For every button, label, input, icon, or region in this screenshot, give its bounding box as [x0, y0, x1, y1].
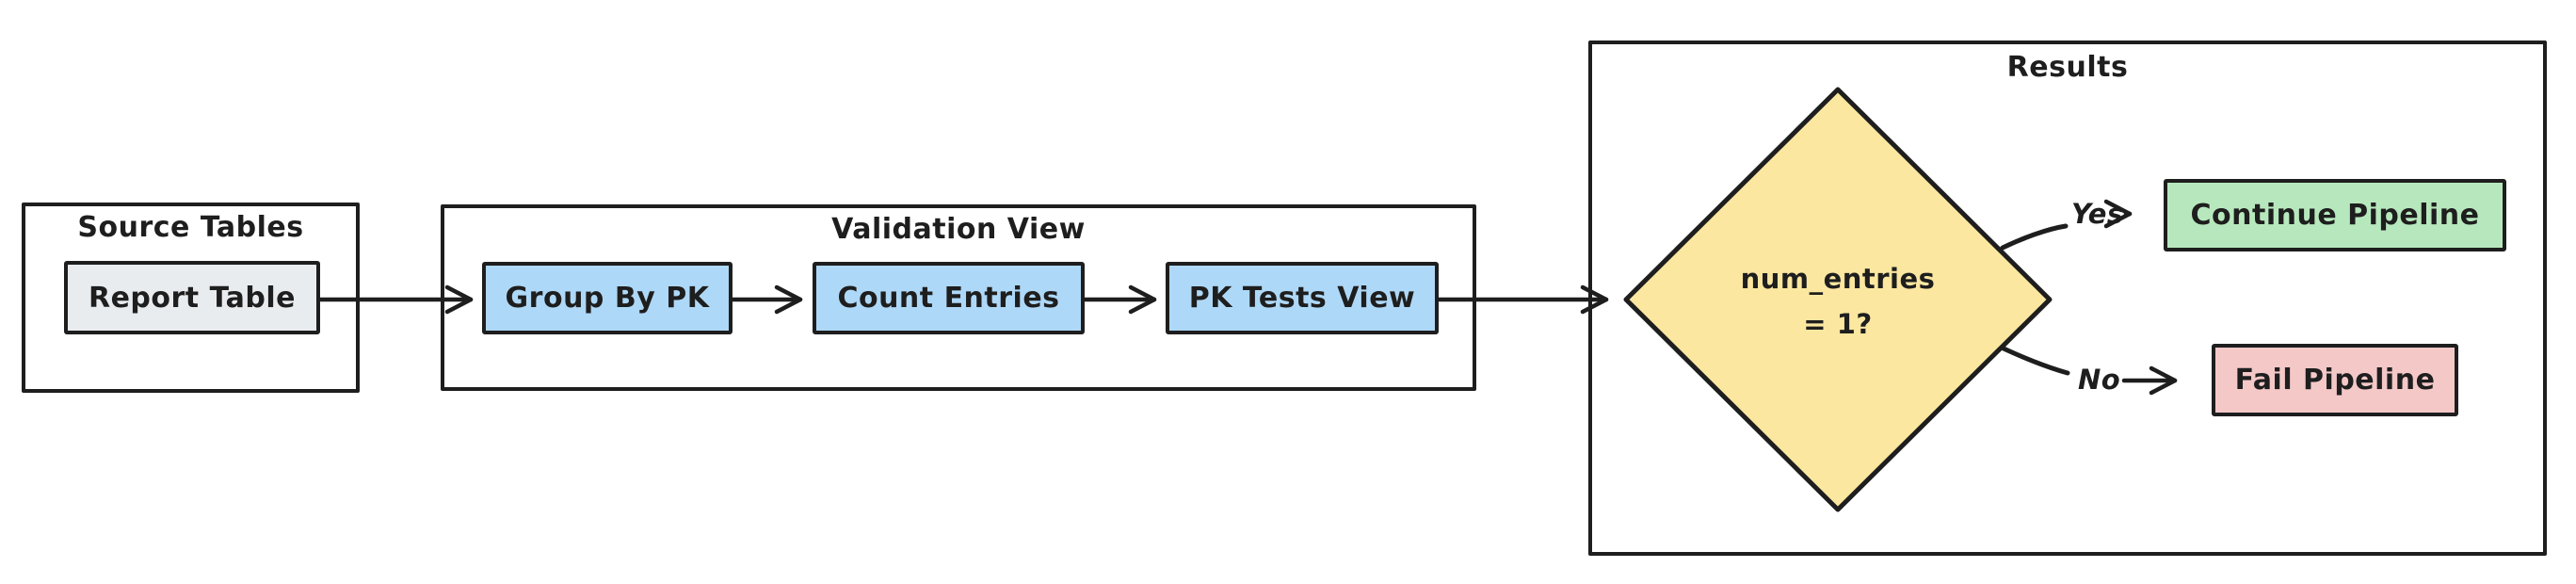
decision-diamond — [1623, 87, 2053, 512]
pk-tests-view-node: PK Tests View — [1166, 262, 1439, 334]
yes-edge-label: Yes — [2071, 198, 2124, 230]
group-by-pk-node: Group By PK — [482, 262, 733, 334]
decision-label: num_entries = 1? — [1697, 256, 1979, 347]
decision-label-line1: num_entries — [1740, 263, 1936, 295]
fail-pipeline-node: Fail Pipeline — [2212, 344, 2458, 416]
validation-view-title: Validation View — [831, 213, 1086, 246]
edge-decision-to-no — [2001, 346, 2070, 376]
group-by-pk-label: Group By PK — [505, 282, 710, 315]
report-table-label: Report Table — [88, 281, 297, 315]
results-group — [1588, 41, 2547, 556]
count-entries-label: Count Entries — [837, 282, 1060, 315]
source-tables-group — [22, 203, 360, 393]
fail-pipeline-label: Fail Pipeline — [2234, 364, 2436, 397]
count-entries-node: Count Entries — [813, 262, 1085, 334]
results-title: Results — [2006, 51, 2129, 84]
source-tables-title: Source Tables — [77, 211, 304, 244]
continue-pipeline-node: Continue Pipeline — [2164, 179, 2506, 251]
continue-pipeline-label: Continue Pipeline — [2190, 199, 2480, 232]
report-table-node: Report Table — [64, 261, 320, 334]
pk-tests-view-label: PK Tests View — [1188, 282, 1416, 315]
decision-label-line2: = 1? — [1803, 308, 1873, 340]
edge-decision-to-yes — [2000, 223, 2069, 251]
no-edge-label: No — [2078, 364, 2121, 396]
validation-view-group — [441, 204, 1476, 391]
